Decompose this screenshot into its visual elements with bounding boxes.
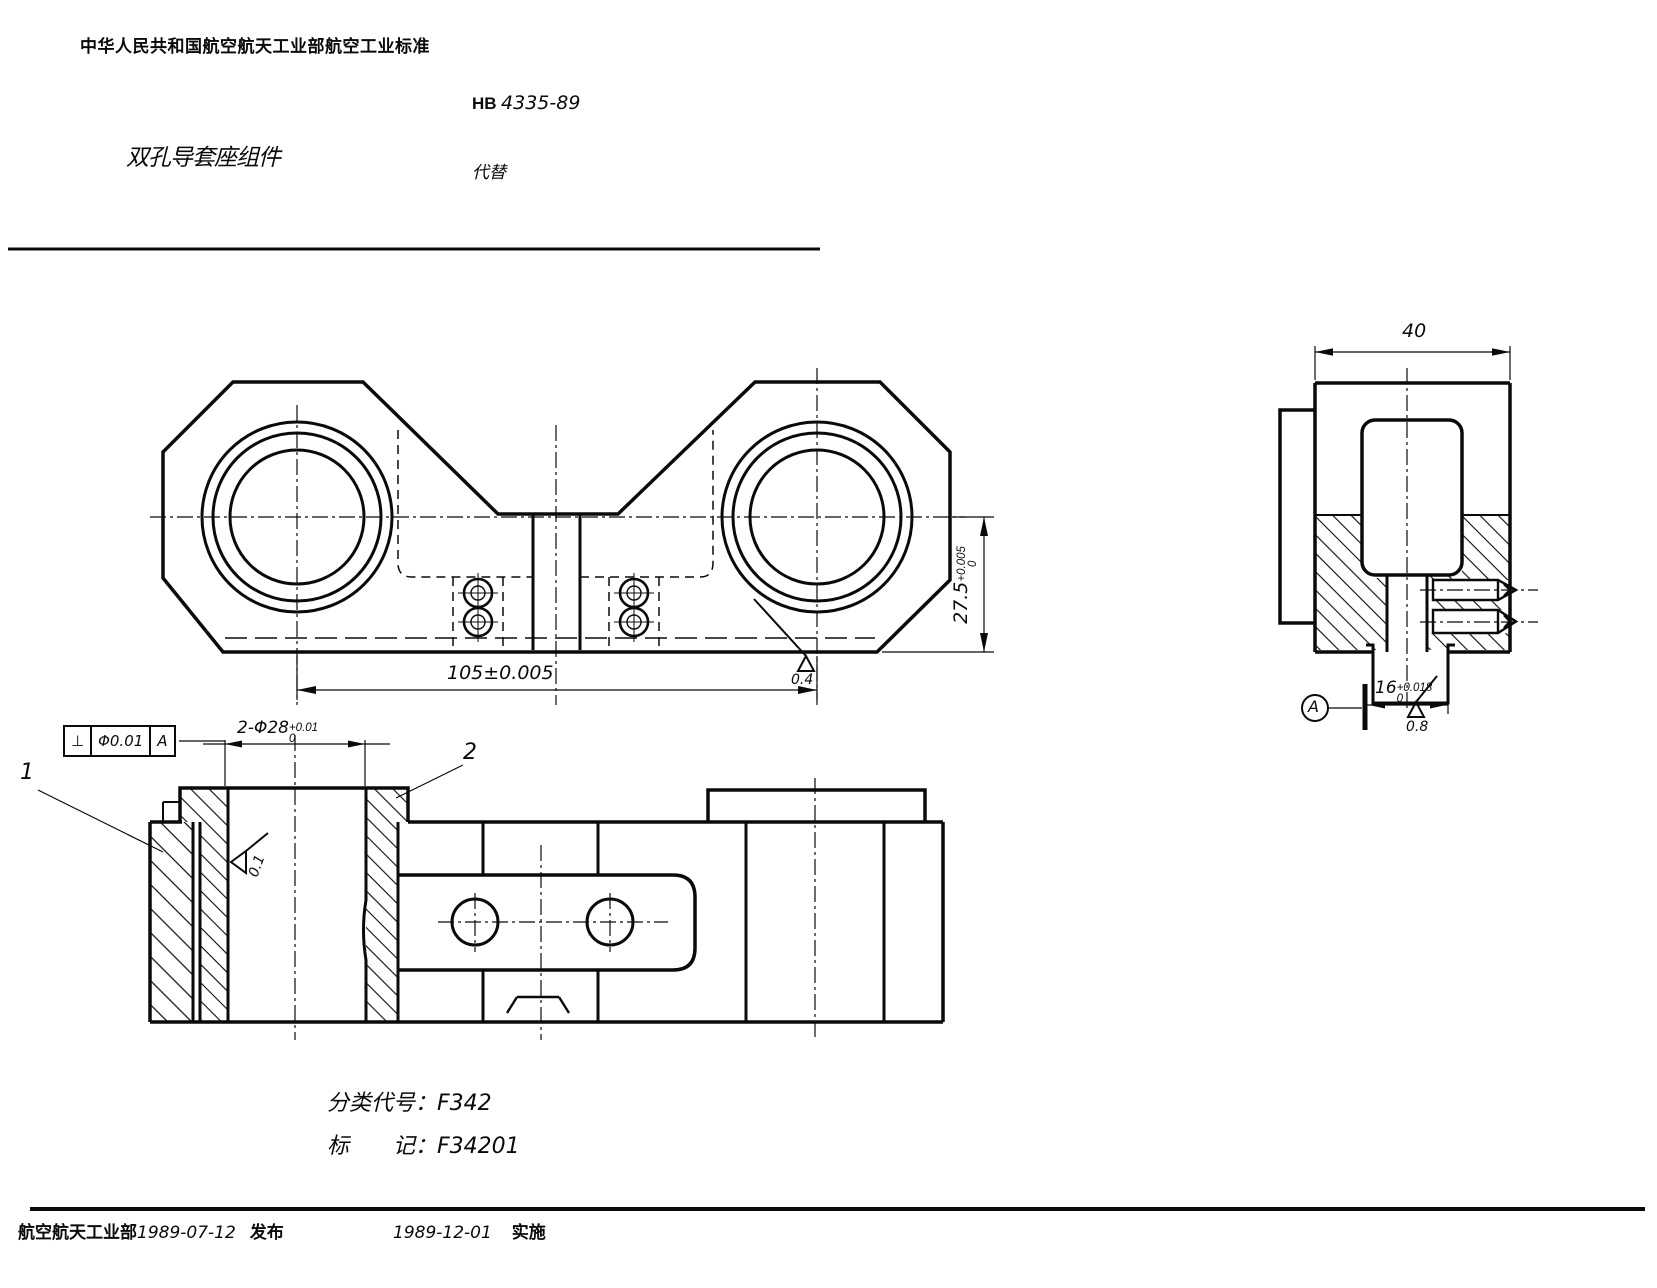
feature-control-frame: ⊥ Φ0.01 A bbox=[63, 725, 176, 757]
datum-a-icon bbox=[1301, 694, 1362, 722]
dim-105-lines bbox=[296, 656, 818, 700]
fcf-perpendicularity-icon: ⊥ bbox=[65, 727, 93, 755]
footer-issuer: 航空航天工业部 bbox=[18, 1223, 137, 1242]
dim-width-text: 40 bbox=[1402, 320, 1427, 342]
fcf-tolerance: Φ0.01 bbox=[92, 727, 152, 755]
drawing-title: 双孔导套座组件 bbox=[126, 145, 281, 171]
side-view-linework bbox=[1278, 346, 1538, 730]
standard-code: HB 4335-89 bbox=[472, 92, 580, 114]
fcf-datum: A bbox=[157, 732, 168, 750]
standard-org-title: 中华人民共和国航空航天工业部航空工业标准 bbox=[80, 37, 430, 56]
footer-impl-date: 1989-12-01 bbox=[393, 1223, 492, 1243]
class-code-label: 分类代号： bbox=[327, 1091, 438, 1116]
dim-bore-lines bbox=[203, 740, 390, 786]
footer-issue-label: 发布 bbox=[249, 1223, 284, 1242]
dim-40-lines bbox=[1314, 346, 1511, 380]
replaces-label: 代替 bbox=[472, 163, 506, 183]
front-view-linework bbox=[150, 368, 994, 705]
roughness-0-4-icon bbox=[753, 598, 816, 672]
standard-code-number: 4335-89 bbox=[501, 92, 581, 114]
roughness-0-1-icon bbox=[229, 832, 269, 875]
dim-27-5-lines bbox=[882, 516, 994, 653]
datum-a-label: A bbox=[1308, 697, 1319, 716]
footer-impl-label: 实施 bbox=[511, 1223, 546, 1242]
item-balloon-2: 2 bbox=[463, 740, 477, 765]
mark-label: 标 记： bbox=[327, 1134, 438, 1159]
roughness-bottom-text: 0.4 bbox=[791, 672, 814, 688]
mark-value: F34201 bbox=[437, 1134, 520, 1159]
dim-center-distance-text: 105±0.005 bbox=[447, 662, 554, 684]
class-code-value: F342 bbox=[437, 1091, 492, 1116]
footer-impl: 1989-12-01 实施 bbox=[393, 1218, 546, 1243]
mark-line: 标 记：F34201 bbox=[327, 1128, 520, 1160]
footer-issue: 航空航天工业部1989-07-12 发布 bbox=[18, 1218, 284, 1243]
class-code-line: 分类代号：F342 bbox=[327, 1085, 492, 1117]
roughness-tongue-text: 0.8 bbox=[1406, 719, 1429, 735]
footer-issue-date: 1989-07-12 bbox=[137, 1223, 236, 1243]
roughness-0-8-icon bbox=[1406, 675, 1438, 718]
item-balloon-1: 1 bbox=[20, 760, 34, 785]
standard-code-prefix: HB bbox=[472, 94, 497, 113]
section-view-linework bbox=[37, 735, 945, 1040]
